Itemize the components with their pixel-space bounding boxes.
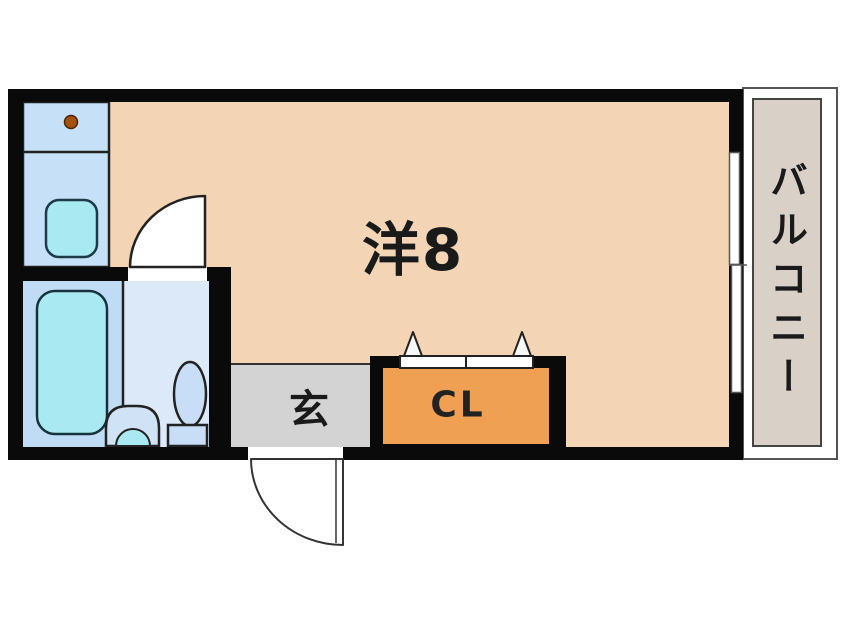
toilet-bowl-icon	[172, 360, 208, 428]
wall-top	[8, 89, 743, 102]
entrance-area	[231, 363, 370, 447]
entrance-door-threshold	[248, 447, 343, 460]
closet-door-arrow-left-icon	[403, 331, 423, 357]
closet-door-arrow-right-icon	[512, 331, 532, 357]
bathroom-right-wall	[209, 281, 231, 460]
balcony-window	[728, 151, 747, 394]
entrance-label: 玄	[289, 387, 329, 433]
kitchen-stove-burner-icon	[63, 114, 79, 130]
entrance-floor	[231, 363, 370, 447]
main-room-label: 洋8	[361, 216, 465, 284]
kitchen-sink-icon	[44, 198, 99, 259]
balcony-label: バルコニー	[763, 160, 808, 406]
closet-area	[370, 331, 566, 460]
closet-label: CL	[430, 384, 486, 426]
bathroom-swing-door-icon	[128, 194, 207, 269]
sliding-window-lower-pane	[730, 263, 743, 394]
bathroom-door	[128, 194, 207, 281]
bathroom-door-threshold	[128, 267, 207, 281]
entrance-door	[248, 447, 344, 546]
wall-bottom	[8, 447, 743, 460]
bathtub-icon	[35, 289, 109, 436]
balcony-floor	[752, 98, 822, 447]
closet-floor	[383, 368, 549, 444]
kitchen-area	[21, 100, 111, 269]
washbasin-bowl-icon	[114, 428, 152, 447]
sliding-window-upper-pane	[728, 151, 741, 266]
wall-left	[8, 89, 23, 460]
toilet-tank-icon	[166, 423, 209, 448]
entrance-swing-door-icon	[250, 458, 344, 546]
bathroom-area	[23, 267, 231, 460]
balcony-area	[742, 87, 838, 460]
